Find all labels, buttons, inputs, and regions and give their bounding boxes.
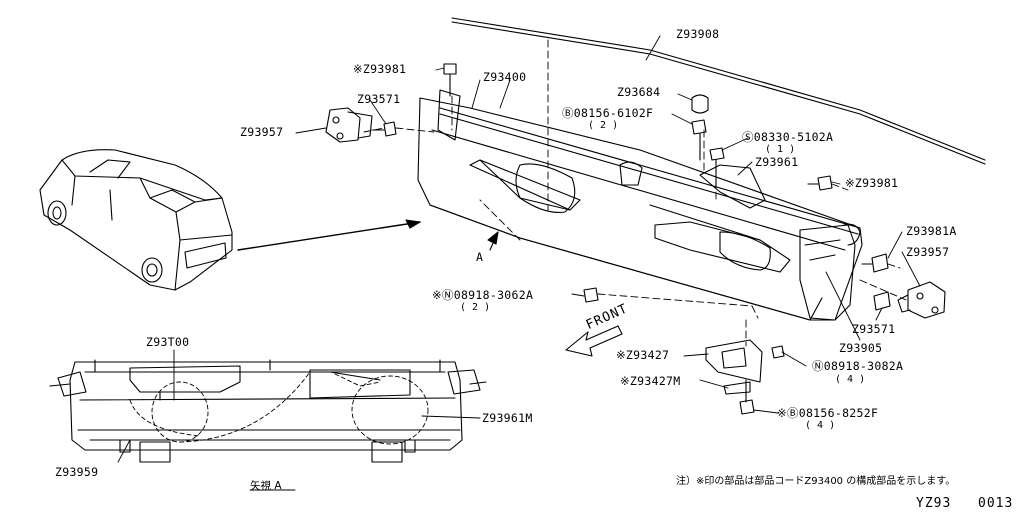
- callout-z93981a: Z93981A: [906, 224, 957, 238]
- callout-z93981-top: ※Z93981: [353, 62, 407, 76]
- vehicle-sketch: [39, 149, 421, 291]
- callout-z93961: Z93961: [755, 155, 799, 169]
- callout-z93427: ※Z93427: [616, 348, 670, 362]
- view-a-leaders: [117, 349, 481, 491]
- callout-08156-8252f: ※Ⓑ08156-8252F: [777, 406, 879, 420]
- back-panel-z93400: [417, 89, 863, 321]
- callout-z93427m: ※Z93427M: [620, 374, 681, 388]
- callout-08330-5102a: Ⓢ08330-5102A: [742, 130, 834, 144]
- view-a-caption: 矢視 A: [250, 480, 282, 492]
- callout-08918-3062a: ※Ⓝ08918-3062A: [432, 288, 534, 302]
- callout-z93957-right: Z93957: [906, 245, 950, 259]
- footnote: 注）※印の部品は部品コードZ93400 の構成部品を示します。: [676, 476, 956, 487]
- callout-z93400: Z93400: [483, 70, 527, 84]
- footer-code: YZ93: [916, 496, 952, 511]
- callout-z93957-left: Z93957: [240, 125, 284, 139]
- callout-08918-3082a: Ⓝ08918-3082A: [812, 359, 904, 373]
- alignment-dashes: [363, 39, 907, 347]
- weatherstrip-z93908: [451, 17, 986, 165]
- qty-08918-3062a: ( 2 ): [460, 302, 491, 313]
- callout-z93981-right: ※Z93981: [845, 176, 899, 190]
- hinge-right-z93957: [897, 281, 946, 319]
- callout-z93961m: Z93961M: [482, 411, 533, 425]
- footer-page: 0013: [978, 496, 1014, 511]
- callout-z93571-right: Z93571: [852, 322, 896, 336]
- callout-z93905: Z93905: [839, 341, 883, 355]
- callout-08156-6102f: Ⓑ08156-6102F: [562, 106, 654, 120]
- front-arrow: [565, 325, 623, 357]
- qty-08918-3082a: ( 4 ): [835, 374, 866, 385]
- callout-z93908: Z93908: [676, 27, 720, 41]
- callout-z93959: Z93959: [55, 465, 99, 479]
- qty-08156-6102f: ( 2 ): [588, 120, 619, 131]
- callout-z93t00: Z93T00: [146, 335, 190, 349]
- leader-lines: [295, 35, 921, 414]
- fasteners: [371, 63, 891, 415]
- striker-z93427: [705, 339, 763, 395]
- view-arrow-a: [487, 231, 499, 251]
- callout-z93684: Z93684: [617, 85, 661, 99]
- view-a-dashes: [129, 371, 429, 445]
- callout-z93571-top: Z93571: [357, 92, 401, 106]
- qty-08156-8252f: ( 4 ): [805, 420, 836, 431]
- qty-08330-5102a: ( 1 ): [765, 144, 796, 155]
- hinge-left-z93957: [325, 107, 373, 143]
- view-marker-a: A: [476, 250, 484, 264]
- view-a-drawing: [49, 359, 487, 463]
